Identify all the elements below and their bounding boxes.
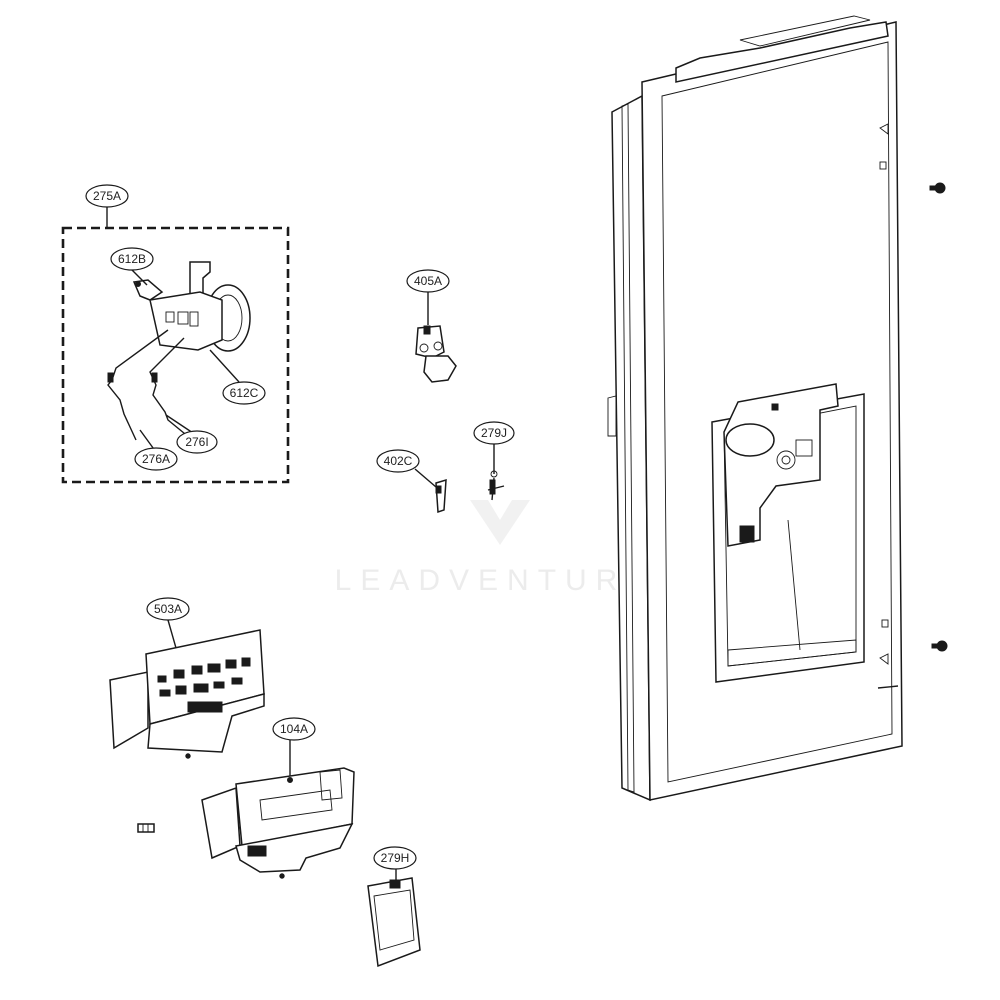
panel-buttons xyxy=(157,657,251,713)
cover-part-279h xyxy=(367,869,421,968)
screw-part xyxy=(137,823,155,833)
dispenser-housing-part-104a xyxy=(201,739,355,879)
callout-402c: 402C xyxy=(376,449,420,473)
callout-text: 612C xyxy=(230,386,259,400)
callout-503a: 503A xyxy=(146,597,190,621)
callout-text: 104A xyxy=(280,722,308,736)
water-valve-part xyxy=(132,261,251,352)
callout-104a: 104A xyxy=(272,717,316,741)
wire-harness-parts xyxy=(107,329,191,441)
callout-text: 402C xyxy=(384,454,413,468)
part-405a xyxy=(415,292,457,383)
refrigerator-door xyxy=(607,15,903,802)
callout-612b: 612B xyxy=(110,247,154,271)
watermark-text: LEADVENTURE xyxy=(335,564,656,597)
callout-276a: 276A xyxy=(134,447,178,471)
callout-text: 612B xyxy=(118,252,146,266)
callout-text: 279J xyxy=(481,426,507,440)
callout-text: 503A xyxy=(154,602,182,616)
callout-275a: 275A xyxy=(85,184,129,208)
control-panel-part-503a xyxy=(109,619,265,759)
callout-279j: 279J xyxy=(473,421,515,445)
part-279j xyxy=(487,444,505,501)
callout-text: 275A xyxy=(93,189,121,203)
assembly-275a-box xyxy=(61,226,290,484)
callout-276i: 276I xyxy=(176,430,218,454)
callout-612c: 612C xyxy=(222,381,266,405)
hinge-screw-upper xyxy=(929,182,946,194)
part-402c xyxy=(414,468,447,514)
callout-279h: 279H xyxy=(373,846,417,870)
watermark: LEADVENTURE xyxy=(335,500,656,597)
callout-text: 276A xyxy=(142,452,170,466)
hinge-screw-lower xyxy=(931,640,948,652)
callout-405a: 405A xyxy=(406,269,450,293)
callout-text: 405A xyxy=(414,274,442,288)
callout-text: 276I xyxy=(185,435,208,449)
callout-text: 279H xyxy=(381,851,410,865)
